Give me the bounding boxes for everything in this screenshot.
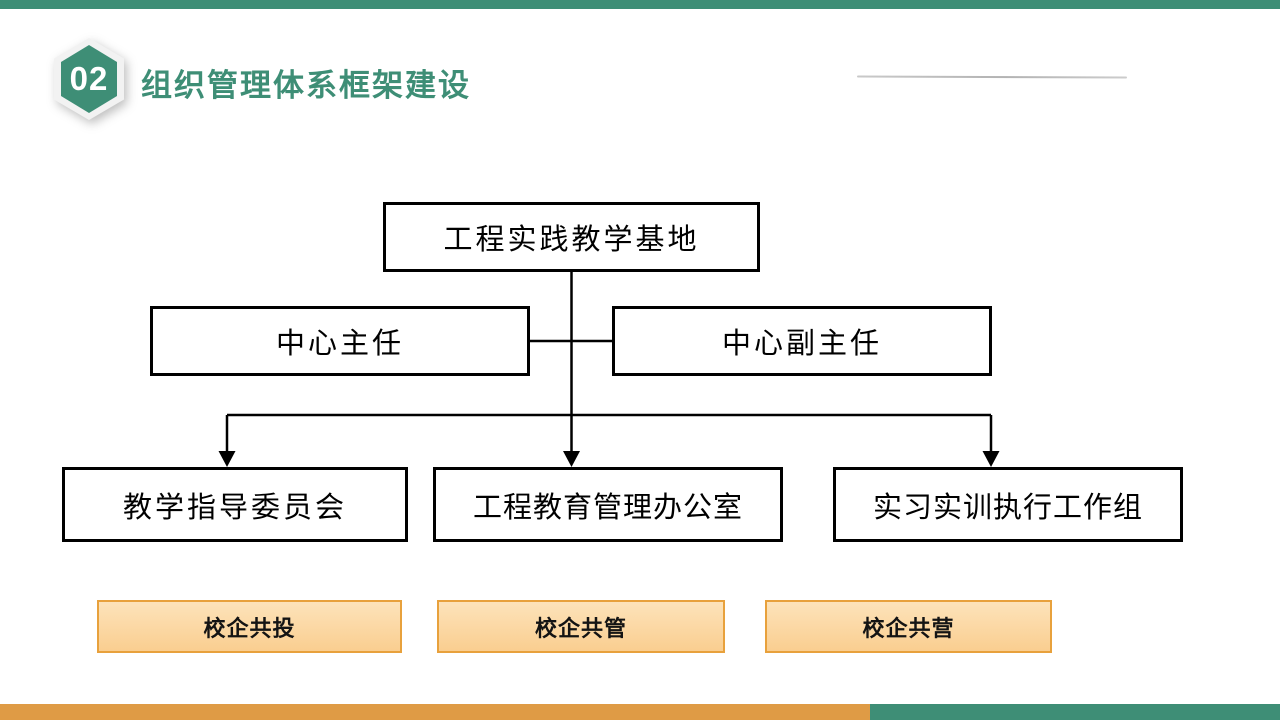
org-box-center-director: 中心主任 (150, 306, 530, 376)
top-accent-bar (0, 0, 1280, 9)
header-divider-line (856, 75, 1128, 79)
arrowhead-left (218, 451, 236, 467)
org-box-center-director-label: 中心主任 (275, 328, 404, 360)
org-box-training-workgroup: 实习实训执行工作组 (833, 467, 1183, 542)
hexagon-inner: 02 (61, 45, 117, 113)
bottom-bar-green (870, 704, 1280, 720)
org-box-management-office-label: 工程教育管理办公室 (472, 491, 743, 524)
tag-school-enterprise-management: 校企共管 (437, 600, 725, 653)
org-box-teaching-committee-label: 教学指导委员会 (122, 491, 347, 524)
org-box-center-deputy-director: 中心副主任 (612, 306, 992, 376)
tag-school-enterprise-operation: 校企共营 (765, 600, 1052, 653)
tag-school-enterprise-operation-label: 校企共营 (862, 615, 955, 641)
arrowhead-right (982, 451, 1000, 467)
page-title: 组织管理体系框架建设 (141, 68, 471, 103)
org-box-teaching-committee: 教学指导委员会 (62, 467, 408, 542)
section-number-badge: 02 (54, 38, 124, 120)
org-box-training-workgroup-label: 实习实训执行工作组 (872, 491, 1143, 524)
tag-school-enterprise-management-label: 校企共管 (534, 615, 627, 641)
org-box-center-deputy-director-label: 中心副主任 (721, 328, 882, 360)
arrowhead-center (563, 451, 580, 467)
tag-school-enterprise-investment: 校企共投 (97, 600, 402, 653)
badge-number-text: 02 (69, 60, 109, 97)
org-box-root-label: 工程实践教学基地 (443, 224, 700, 256)
org-box-management-office: 工程教育管理办公室 (433, 467, 783, 542)
hexagon-outer: 02 (54, 38, 124, 120)
org-box-root: 工程实践教学基地 (383, 202, 760, 272)
tag-school-enterprise-investment-label: 校企共投 (203, 615, 296, 641)
bottom-bar-orange (0, 704, 870, 720)
